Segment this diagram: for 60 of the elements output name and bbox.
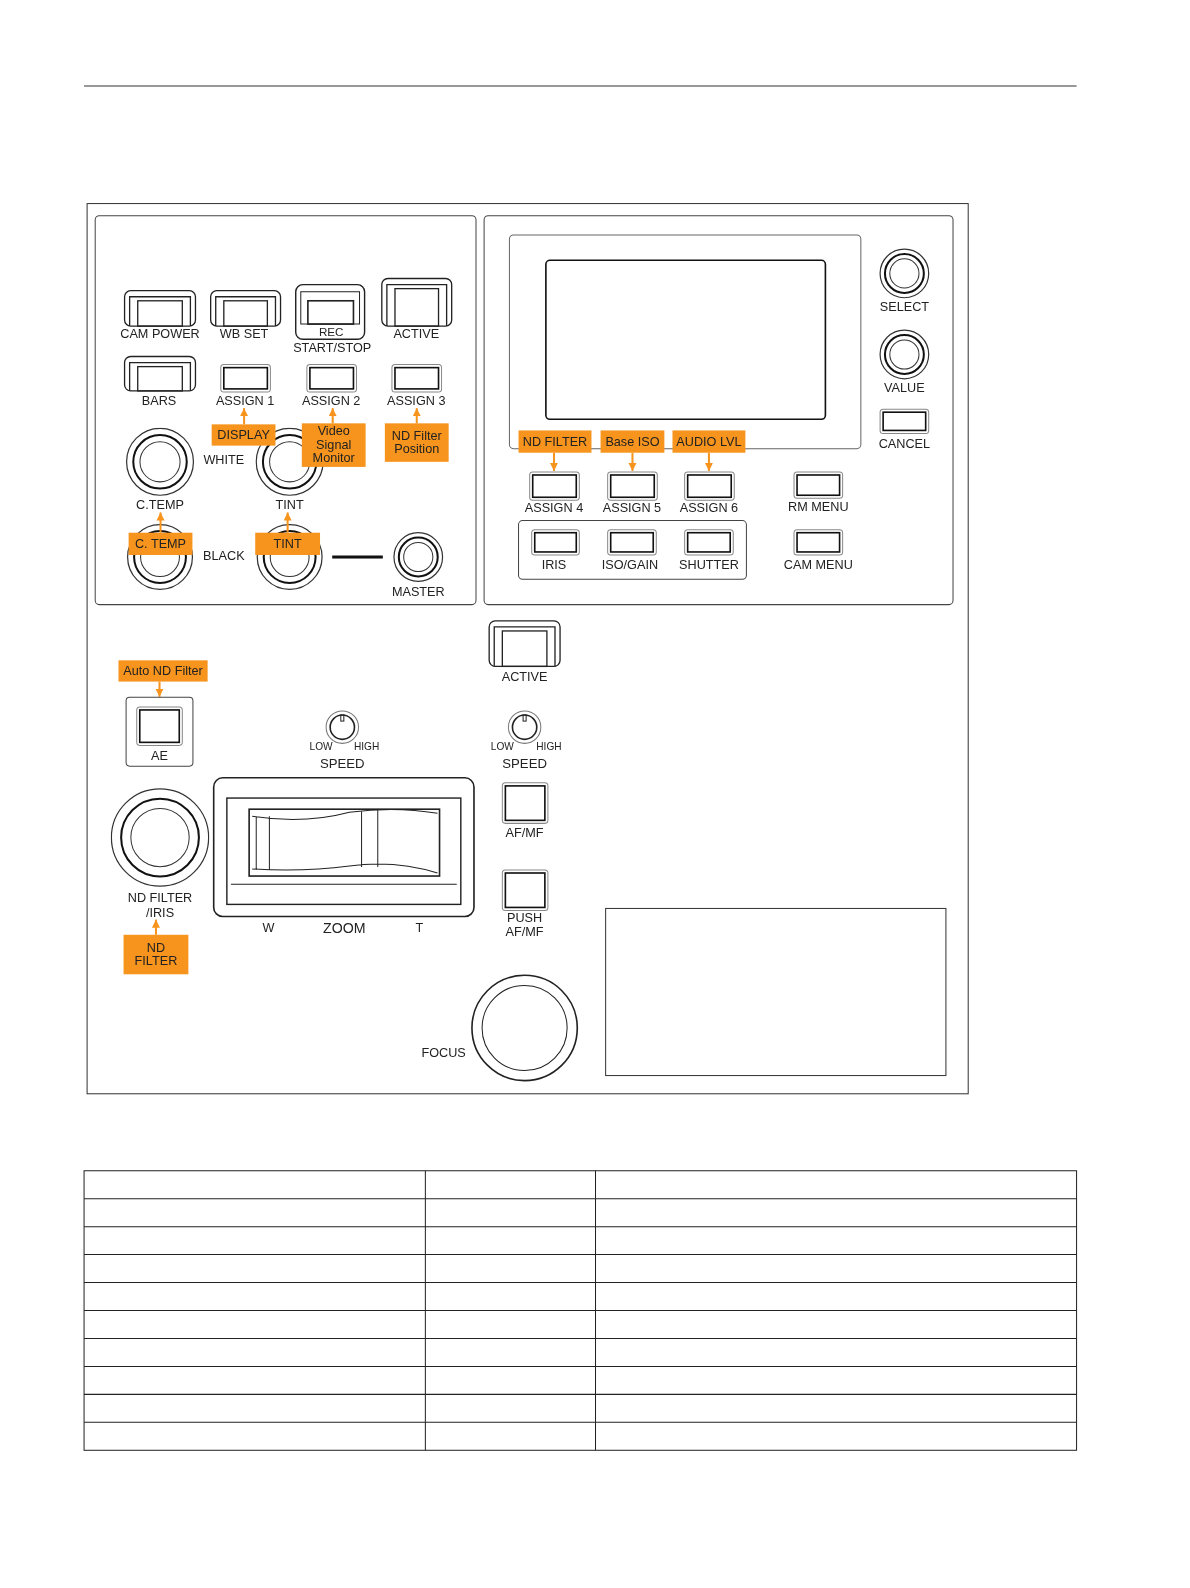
control-label: BLACK bbox=[203, 548, 245, 564]
control-label: SHUTTER bbox=[679, 558, 739, 573]
control-label: AF/MF bbox=[505, 825, 544, 840]
control-label: WHITE bbox=[203, 452, 245, 467]
arrow bbox=[328, 408, 337, 424]
control-label: TINT bbox=[275, 498, 304, 513]
control-label: LOW bbox=[309, 740, 333, 755]
control-label: ASSIGN 2 bbox=[301, 393, 361, 409]
callout-label: AUDIO LVL bbox=[672, 430, 746, 453]
control-label: ASSIGN 1 bbox=[215, 393, 275, 409]
callout-label: ND FILTER bbox=[518, 430, 592, 453]
callout-label: Video Signal Monitor bbox=[301, 423, 366, 467]
arrow bbox=[628, 452, 637, 471]
arrow bbox=[549, 452, 559, 471]
control-label: RM MENU bbox=[788, 500, 849, 515]
arrow bbox=[240, 408, 249, 425]
control-label: REC bbox=[318, 325, 344, 340]
control-label: C.TEMP bbox=[136, 498, 184, 513]
control-label: ACTIVE bbox=[393, 327, 440, 342]
control-label: FOCUS bbox=[421, 1046, 466, 1061]
arrow bbox=[151, 919, 160, 935]
control-label: W bbox=[262, 920, 275, 935]
control-label: BARS bbox=[141, 393, 177, 409]
control-label: ASSIGN 4 bbox=[524, 501, 584, 516]
arrow bbox=[704, 452, 713, 471]
arrow bbox=[155, 681, 164, 697]
control-label: SPEED bbox=[320, 756, 365, 771]
control-label: PUSH AF/MF bbox=[504, 910, 545, 939]
control-label: ACTIVE bbox=[501, 669, 548, 684]
control-label: CANCEL bbox=[878, 436, 931, 451]
arrow bbox=[156, 512, 165, 533]
callout-label: ND Filter Position bbox=[384, 423, 449, 462]
arrow bbox=[412, 408, 421, 424]
control-label: HIGH bbox=[536, 740, 562, 755]
control-label: START/STOP bbox=[293, 341, 372, 356]
control-label: CAM MENU bbox=[783, 558, 853, 573]
control-label: SPEED bbox=[502, 756, 547, 771]
control-label: WB SET bbox=[219, 327, 269, 342]
control-label: MASTER bbox=[391, 584, 445, 599]
control-label: ASSIGN 6 bbox=[679, 501, 739, 516]
control-label: CAM POWER bbox=[120, 327, 200, 342]
callout-label: C. TEMP bbox=[128, 532, 193, 555]
callout-label: Base ISO bbox=[600, 430, 665, 453]
control-label: LOW bbox=[490, 740, 514, 755]
control-label: ZOOM bbox=[323, 920, 366, 935]
callout-label: TINT bbox=[255, 532, 321, 555]
callout-label: DISPLAY bbox=[211, 424, 276, 446]
arrow bbox=[283, 512, 292, 533]
control-label: HIGH bbox=[353, 740, 380, 755]
control-label: ND FILTER /IRIS bbox=[126, 891, 194, 920]
control-label: ASSIGN 5 bbox=[602, 501, 662, 516]
callout-label: Auto ND Filter bbox=[118, 660, 208, 682]
control-label: SELECT bbox=[879, 299, 930, 314]
control-label: T bbox=[415, 920, 424, 935]
callout-label: ND FILTER bbox=[123, 934, 189, 975]
control-label: ASSIGN 3 bbox=[387, 393, 446, 409]
control-label: VALUE bbox=[884, 380, 925, 395]
control-label: ISO/GAIN bbox=[601, 558, 659, 573]
control-label: IRIS bbox=[541, 558, 567, 573]
control-label: AE bbox=[151, 748, 168, 763]
